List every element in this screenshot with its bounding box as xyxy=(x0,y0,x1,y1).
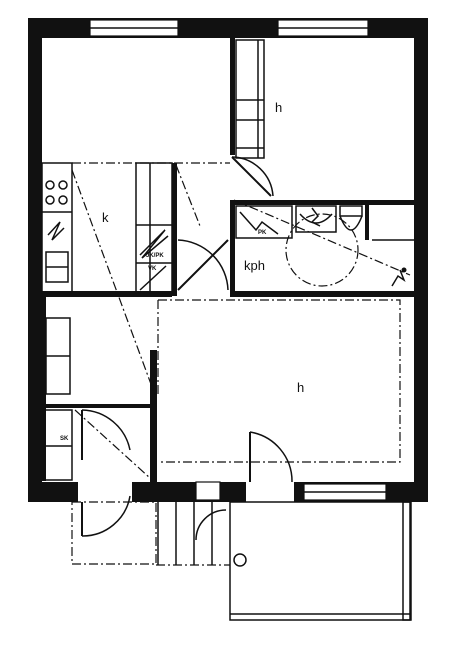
wardrobe-left xyxy=(43,317,73,481)
cabinet-label-jk: JK/PK xyxy=(146,253,164,259)
window-bottom-right xyxy=(303,483,387,501)
door-bathroom xyxy=(177,239,229,291)
entry-door-opening xyxy=(78,482,132,502)
entry-steps xyxy=(156,502,247,567)
kitchen-counter xyxy=(41,162,73,294)
ceiling-lines xyxy=(71,162,411,479)
room-label-kitchen: k xyxy=(102,210,109,225)
entry-porch xyxy=(71,495,157,565)
cabinet-label-vk: VK xyxy=(148,266,157,272)
room-label-living: h xyxy=(297,380,304,395)
balcony-door-opening xyxy=(246,482,294,502)
window-top-right xyxy=(277,19,369,37)
balcony xyxy=(229,501,412,621)
door-entry-inner xyxy=(81,409,131,460)
outer-walls xyxy=(28,18,428,502)
door-top-bedroom xyxy=(231,156,274,197)
wardrobe-top-room xyxy=(235,39,265,159)
interior-walls xyxy=(40,38,414,482)
bathroom-fixtures xyxy=(235,205,414,287)
window-top-left xyxy=(89,19,179,37)
kitchen-tall-cabinets xyxy=(135,162,173,294)
window-bottom-small xyxy=(195,481,221,501)
room-label-bedroom: h xyxy=(275,100,282,115)
cabinet-label-pk: PK xyxy=(258,230,267,236)
room-label-bathroom: kph xyxy=(244,258,265,273)
door-balcony xyxy=(249,431,293,483)
closet-label-sk: SK xyxy=(60,436,69,442)
